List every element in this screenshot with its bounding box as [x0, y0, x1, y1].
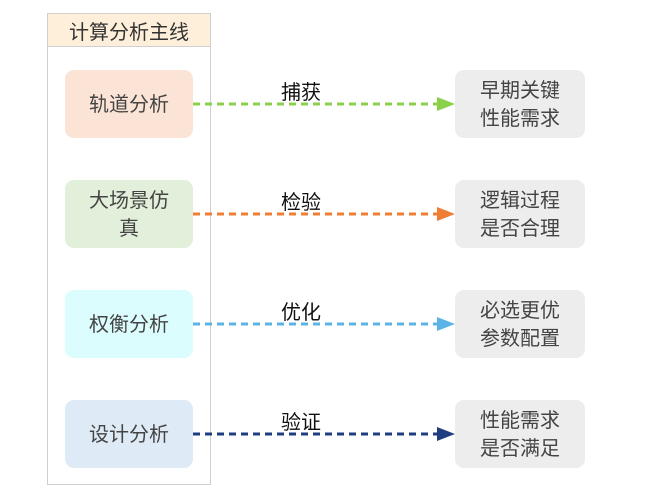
- result-box-2: 逻辑过程是否合理: [455, 180, 585, 248]
- analysis-box-2: 大场景仿真: [65, 180, 193, 248]
- edge-label-4: 验证: [281, 410, 321, 434]
- result-box-1: 早期关键性能需求: [455, 70, 585, 138]
- arrow-head-3: [437, 317, 455, 331]
- diagram-title: 计算分析主线: [47, 13, 211, 47]
- edge-label-2: 检验: [281, 190, 321, 214]
- analysis-box-1: 轨道分析: [65, 70, 193, 138]
- arrow-head-2: [437, 207, 455, 221]
- arrow-head-1: [437, 97, 455, 111]
- arrow-head-4: [437, 427, 455, 441]
- analysis-box-4: 设计分析: [65, 400, 193, 468]
- result-box-3: 必选更优参数配置: [455, 290, 585, 358]
- edge-label-1: 捕获: [281, 80, 321, 104]
- analysis-box-3: 权衡分析: [65, 290, 193, 358]
- result-box-4: 性能需求是否满足: [455, 400, 585, 468]
- edge-label-3: 优化: [281, 300, 321, 324]
